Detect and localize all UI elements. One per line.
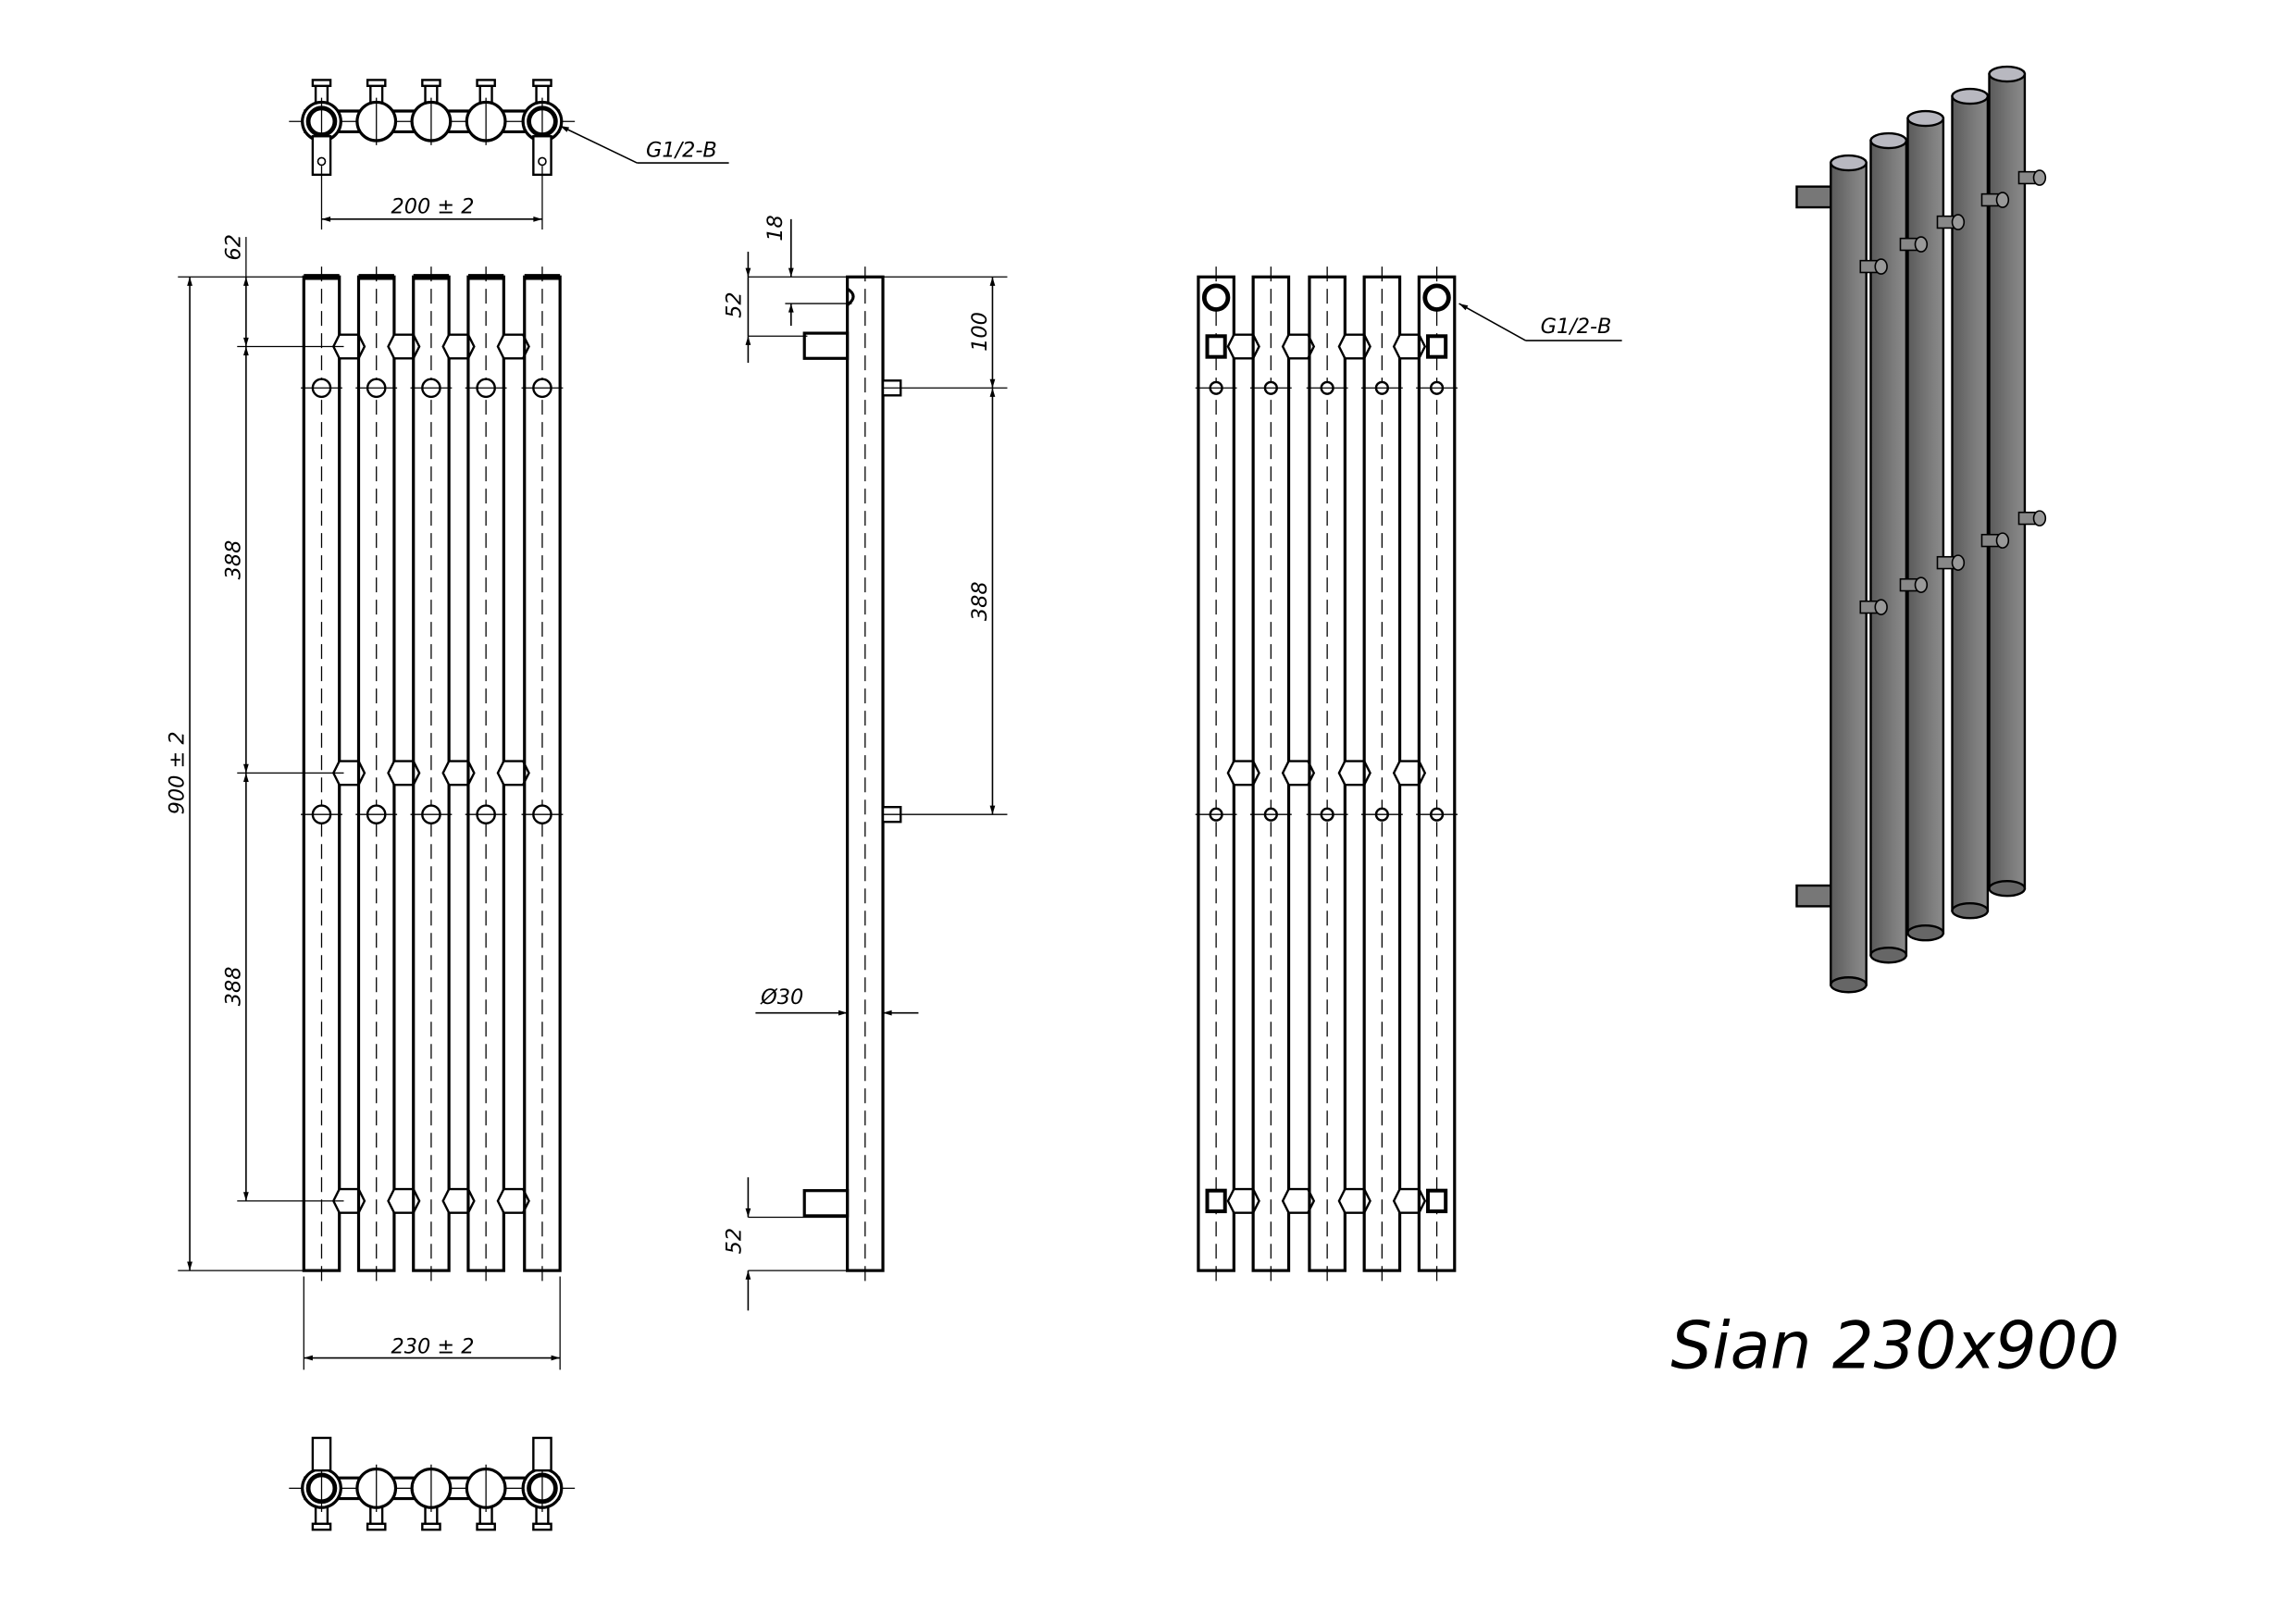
iso-pin-end (1951, 214, 1966, 230)
iso-tube-cap (1951, 87, 1990, 105)
iso-pin-end (1951, 554, 1966, 571)
dim-side-18: 18 (763, 215, 788, 242)
thread-inlet (527, 105, 558, 138)
iso-tube-bottom (1869, 947, 1908, 964)
pin-cap (532, 79, 552, 88)
dim-spacing-1: 388 (221, 540, 245, 580)
iso-tube-bottom (1951, 902, 1990, 920)
iso-tube-bottom (1830, 976, 1868, 994)
dim-top-width: 200 ± 2 (391, 194, 475, 218)
connector (1281, 333, 1316, 360)
iso-tube-cap (1830, 154, 1868, 172)
iso-tube-bottom (1906, 924, 1945, 942)
pin-cap (421, 79, 441, 88)
dim-bottom-width: 230 ± 2 (391, 1335, 475, 1359)
thread-inlet (1422, 283, 1451, 312)
iso-pin-end (2032, 169, 2047, 186)
product-title: Sian 230x900 (1670, 1308, 2119, 1384)
iso-pin-end (1874, 599, 1888, 615)
dim-side-388: 388 (968, 581, 992, 621)
iso-tube-bottom (1988, 880, 2027, 898)
iso-pin-end (1995, 532, 2010, 549)
bracket-hole (538, 156, 547, 167)
iso-tube-cap (1906, 109, 1945, 128)
dim-side-100: 100 (968, 312, 992, 352)
dim-overall-height: 900 ± 2 (166, 731, 190, 814)
connection-label-back: G1/2-B (1541, 315, 1612, 339)
thread-inlet (527, 1472, 558, 1505)
pin-cap (311, 1522, 332, 1531)
iso-pin-end (1874, 258, 1888, 275)
isometric-view (1795, 65, 2047, 994)
bracket (532, 1436, 552, 1472)
pin-cap (421, 1522, 441, 1531)
bottom-view (289, 1436, 576, 1531)
leader (559, 125, 638, 164)
iso-tube (1951, 94, 1990, 912)
iso-pin-end (1914, 576, 1929, 593)
bracket (1205, 334, 1227, 359)
iso-tube-cap (1988, 65, 2027, 83)
bracket (1425, 334, 1448, 359)
thread-inlet (305, 105, 338, 138)
dimensions: 200 ± 2 230 ± 2 900 ± 2 62 388 388 18 52… (166, 125, 1622, 1370)
back-view (1195, 266, 1458, 1282)
iso-tube (1830, 161, 1868, 986)
leader (1458, 303, 1526, 341)
dim-side-bottom-52: 52 (722, 1228, 746, 1255)
bracket-hole (316, 156, 327, 167)
pin-cap (476, 1522, 496, 1531)
iso-pin-end (1914, 236, 1929, 253)
iso-tube (1869, 139, 1908, 957)
thread-inlet (1201, 283, 1231, 312)
pin-cap (532, 1522, 552, 1531)
bracket-top (802, 331, 850, 360)
thread-inlet (305, 1472, 338, 1505)
bracket (311, 1436, 332, 1472)
dim-spacing-2: 388 (221, 966, 245, 1006)
front-view (301, 266, 564, 1282)
bracket (1205, 1188, 1227, 1214)
connector (1281, 1187, 1316, 1214)
dim-side-top-52: 52 (722, 291, 746, 318)
iso-pin-end (2032, 510, 2047, 527)
top-view (289, 79, 576, 177)
pin-cap (366, 79, 387, 88)
side-view (802, 266, 1008, 1282)
connection-label-top: G1/2-B (646, 139, 717, 163)
dim-diameter: Ø30 (760, 985, 803, 1010)
pin-cap (476, 79, 496, 88)
pin-cap (366, 1522, 387, 1531)
connector (1281, 760, 1316, 787)
iso-tube (1906, 117, 1945, 935)
bracket-bottom (802, 1189, 850, 1218)
bracket (1425, 1188, 1448, 1214)
dim-top-offset: 62 (221, 234, 245, 261)
iso-pin-end (1995, 192, 2010, 208)
pin-cap (311, 79, 332, 88)
iso-tube-cap (1869, 131, 1908, 150)
